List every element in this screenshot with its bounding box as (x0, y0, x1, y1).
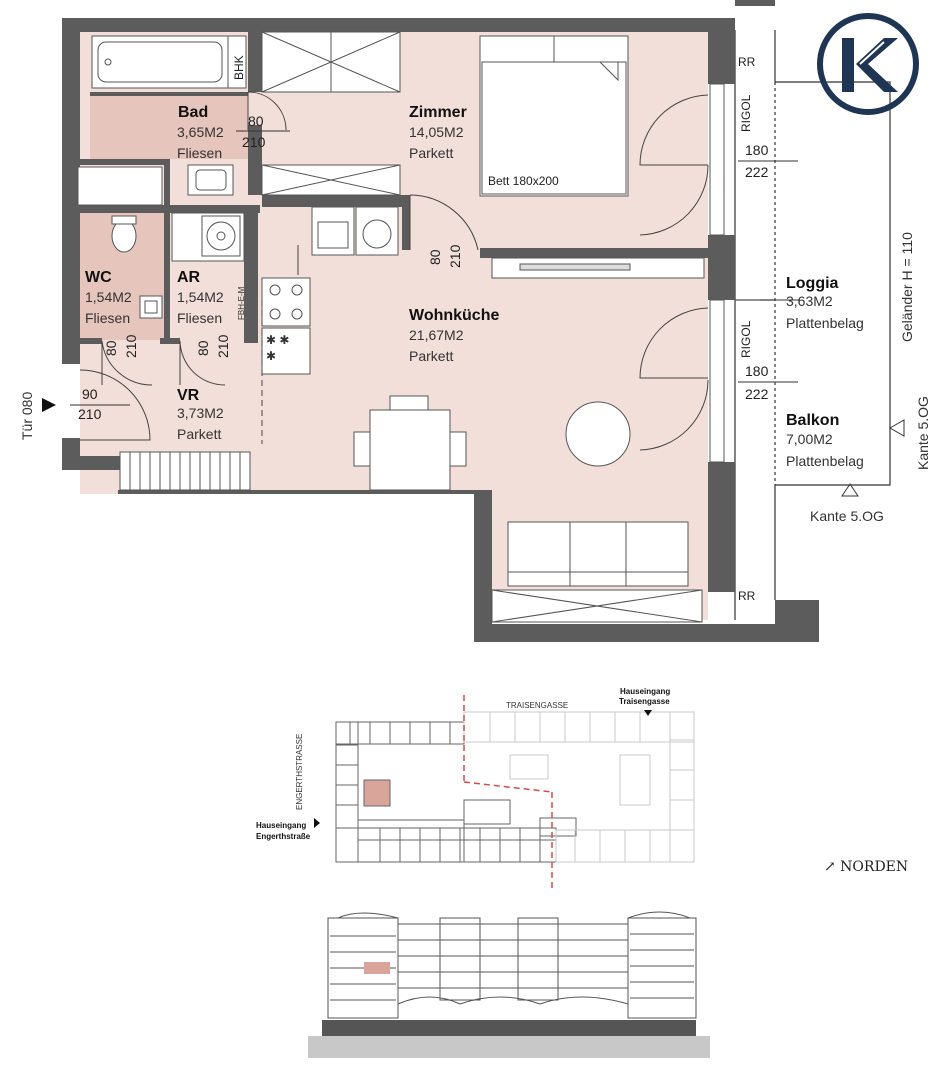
fixtures: ✱ ✱ ✱ (62, 31, 725, 623)
bed-label: Bett 180x200 (488, 174, 559, 188)
ar-door-height: 210 (215, 334, 231, 358)
bad-door-width: 80 (248, 113, 264, 129)
section-apartment-marker (364, 962, 390, 974)
entrance-engerth-arrow-icon (314, 818, 320, 828)
window-zimmer (709, 83, 725, 236)
wohnkueche-door-width: 80 (427, 249, 443, 265)
wc-door-width: 80 (103, 340, 119, 356)
loggia-area: 3,63M2 (786, 293, 833, 309)
wohnkueche-area: 21,67M2 (409, 327, 464, 343)
loggia-name: Loggia (786, 275, 839, 292)
loggia-floor: Plattenbelag (786, 315, 864, 331)
tuer-label: Tür 080 (19, 392, 35, 440)
window-top-width: 180 (745, 142, 769, 158)
svg-text:✱: ✱ (266, 349, 276, 363)
ar-door-width: 80 (195, 340, 211, 356)
balkon-floor: Plattenbelag (786, 453, 864, 469)
wc-floor: Fliesen (85, 310, 130, 326)
gelaender-label: Geländer H = 110 (899, 232, 915, 342)
wc-cistern (77, 166, 163, 206)
radiator (119, 451, 251, 491)
north-label: ↗ NORDEN (824, 859, 908, 875)
vr-floor: Parkett (177, 426, 221, 442)
entrance-engerth-line1: Hauseingang (256, 821, 306, 830)
sofa (507, 521, 689, 587)
kante-right-label: Kante 5.OG (915, 396, 931, 470)
traisengasse-label: TRAISENGASSE (506, 701, 568, 710)
window-bottom-height: 222 (745, 386, 769, 402)
wc-name: WC (85, 269, 112, 286)
cooktop (261, 277, 311, 327)
room-labels: Bad 3,65M2 Fliesen 80 210 Zimmer 14,05M2… (85, 104, 864, 469)
section-elevation (308, 911, 710, 1058)
round-table (565, 401, 631, 467)
engerthstrasse-label: ENGERTHSTRASSE (295, 734, 304, 810)
zimmer-floor: Parkett (409, 145, 453, 161)
bad-floor: Fliesen (177, 145, 222, 161)
rigol-top-label: RIGOL (739, 94, 753, 132)
wc-area: 1,54M2 (85, 289, 132, 305)
rr-top-label: RR (738, 55, 756, 69)
entrance-traisen-line2: Traisengasse (619, 697, 670, 706)
door-swings (79, 91, 709, 451)
toilet (111, 219, 137, 253)
entry-door-height: 210 (78, 406, 102, 422)
zimmer-area: 14,05M2 (409, 124, 464, 140)
ar-name: AR (177, 269, 201, 286)
window-bottom-width: 180 (745, 363, 769, 379)
window-top-height: 222 (745, 164, 769, 180)
window-wohnkueche (709, 299, 725, 463)
entry-arrow-icon (42, 398, 56, 412)
rr-bottom-label: RR (738, 589, 756, 603)
zimmer-name: Zimmer (409, 104, 467, 121)
company-logo (817, 13, 919, 115)
bad-area: 3,65M2 (177, 124, 224, 140)
annotations: BHK FBH-E-M RR RR RIGOL RIGOL 180 222 18… (19, 55, 931, 603)
kante-bottom-marker-icon (841, 483, 859, 497)
entrance-traisen-arrow-icon (644, 710, 652, 716)
vr-name: VR (177, 387, 200, 404)
kante-right-marker-icon (888, 419, 905, 437)
wohnkueche-floor: Parkett (409, 348, 453, 364)
balkon-area: 7,00M2 (786, 431, 833, 447)
entry-door-width: 90 (82, 386, 98, 402)
bhk-label: BHK (232, 55, 246, 80)
entrance-engerth-line2: Engerthstraße (256, 832, 311, 841)
bad-wet-area (90, 95, 248, 159)
fbh-label: FBH-E-M (237, 286, 246, 320)
ar-floor: Fliesen (177, 310, 222, 326)
wc-door-height: 210 (123, 334, 139, 358)
wohnkueche-name: Wohnküche (409, 307, 499, 324)
balkon-name: Balkon (786, 412, 839, 429)
walls (62, 0, 819, 642)
entrance-traisen-line1: Hauseingang (620, 687, 670, 696)
dining-table (369, 409, 451, 491)
ar-area: 1,54M2 (177, 289, 224, 305)
wohnkueche-door-height: 210 (447, 244, 463, 268)
bad-name: Bad (178, 104, 208, 121)
vr-area: 3,73M2 (177, 405, 224, 421)
rigol-bottom-label: RIGOL (739, 320, 753, 358)
bad-door-height: 210 (242, 134, 266, 150)
apartment-location-marker (363, 779, 391, 807)
kante-bottom-label: Kante 5.OG (810, 508, 884, 524)
svg-text:✱ ✱: ✱ ✱ (266, 333, 289, 347)
site-plan: TRAISENGASSE ENGERTHSTRASSE Hauseingang … (256, 687, 908, 890)
